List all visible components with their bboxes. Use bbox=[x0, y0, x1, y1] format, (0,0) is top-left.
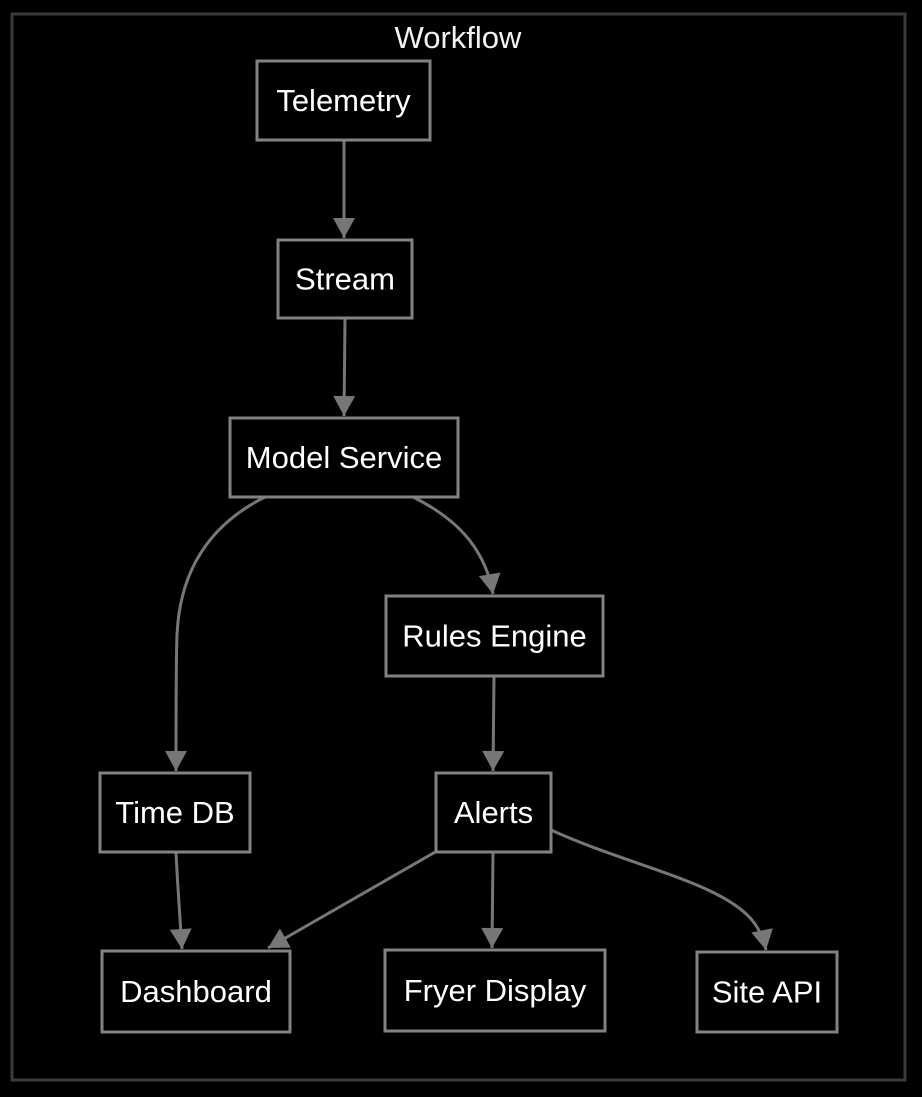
edge-alerts-to-dashboard bbox=[267, 849, 438, 950]
node-stream: Stream bbox=[276, 238, 414, 320]
node-dashboard-label: Dashboard bbox=[120, 974, 272, 1009]
node-time-db-label: Time DB bbox=[115, 795, 234, 830]
node-time-db-box bbox=[98, 771, 252, 854]
edge-time-db-to-dashboard bbox=[169, 852, 192, 950]
node-model-service-box bbox=[228, 416, 460, 499]
node-rules-engine: Rules Engine bbox=[384, 594, 605, 678]
node-alerts-box bbox=[434, 771, 553, 854]
node-fryer-display-label: Fryer Display bbox=[404, 973, 587, 1008]
node-dashboard-box bbox=[100, 949, 292, 1034]
diagram-title: Workflow bbox=[395, 20, 523, 55]
edge-alerts-to-fryer-display bbox=[481, 852, 504, 949]
node-site-api: Site API bbox=[695, 950, 839, 1034]
node-alerts: Alerts bbox=[434, 771, 553, 854]
node-telemetry: Telemetry bbox=[255, 59, 432, 142]
node-rules-engine-box bbox=[384, 594, 605, 678]
node-telemetry-box bbox=[255, 59, 432, 142]
node-rules-engine-label: Rules Engine bbox=[402, 619, 586, 654]
edge-stream-to-model-service bbox=[333, 318, 356, 417]
node-dashboard: Dashboard bbox=[100, 949, 292, 1034]
edges-layer bbox=[165, 141, 773, 951]
node-model-service: Model Service bbox=[228, 416, 460, 499]
node-alerts-label: Alerts bbox=[454, 795, 533, 830]
node-time-db: Time DB bbox=[98, 771, 252, 854]
node-fryer-display-box bbox=[383, 948, 607, 1033]
edge-model-service-to-time-db bbox=[165, 495, 266, 772]
edge-alerts-to-site-api bbox=[550, 828, 773, 951]
node-stream-label: Stream bbox=[295, 262, 395, 297]
edge-rules-engine-to-alerts bbox=[482, 676, 505, 772]
node-site-api-label: Site API bbox=[712, 975, 822, 1010]
node-telemetry-label: Telemetry bbox=[276, 83, 411, 118]
node-model-service-label: Model Service bbox=[246, 440, 442, 475]
workflow-cluster-border bbox=[10, 12, 907, 1082]
node-fryer-display: Fryer Display bbox=[383, 948, 607, 1033]
node-stream-box bbox=[276, 238, 414, 320]
node-site-api-box bbox=[695, 950, 839, 1034]
edge-model-service-to-rules-engine bbox=[412, 495, 501, 595]
